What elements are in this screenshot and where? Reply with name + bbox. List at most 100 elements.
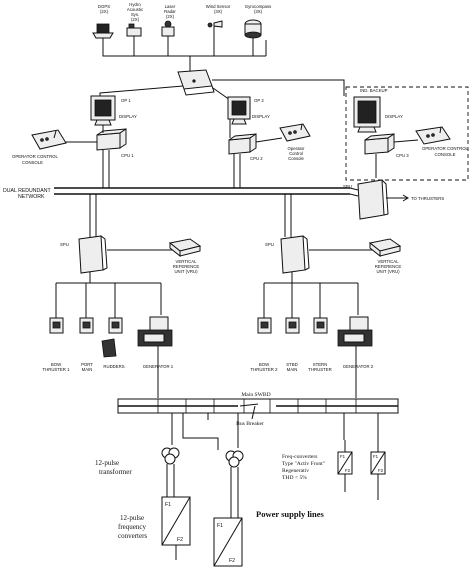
freq-conv-label: 12-pulse xyxy=(120,514,144,522)
cpu1-label: CPU 1 xyxy=(121,153,134,158)
svg-text:converters: converters xyxy=(118,532,147,540)
rudders-icon xyxy=(108,317,123,334)
hydro-label: Hydro xyxy=(129,2,141,7)
svg-text:(3X): (3X) xyxy=(214,9,223,14)
svg-text:GENERATOR 2: GENERATOR 2 xyxy=(343,364,374,369)
svg-text:CONSOLE: CONSOLE xyxy=(22,160,43,165)
svg-text:THRUSTER 1: THRUSTER 1 xyxy=(43,367,71,372)
sensor-group: DGPS (2X) Hydro Acoustic Sys. (2X) Laser… xyxy=(92,2,271,72)
cpu-2-icon xyxy=(228,133,257,155)
bow-thruster-1-icon xyxy=(49,317,64,334)
svg-text:frequency: frequency xyxy=(118,523,146,531)
laser-label: Laser xyxy=(165,4,176,9)
main-switchboard: Main SWBD Bus Breaker xyxy=(117,392,399,427)
laser-radar-icon xyxy=(161,20,175,37)
svg-text:REFERENCE: REFERENCE xyxy=(375,264,402,269)
console-1-icon xyxy=(31,129,67,150)
dual-redundant-network: DUAL REDUNDANT NETWORK xyxy=(3,150,359,237)
svg-text:THRUSTER: THRUSTER xyxy=(308,367,331,372)
svg-text:DUAL REDUNDANT: DUAL REDUNDANT xyxy=(3,188,51,194)
wind-label: Wind Sensor xyxy=(206,4,231,9)
stern-thruster-icon xyxy=(313,317,328,334)
svg-text:MAIN: MAIN xyxy=(82,367,93,372)
svg-text:PORT: PORT xyxy=(81,362,93,367)
svg-text:Type "Activ Front": Type "Activ Front" xyxy=(282,461,325,467)
vru-left-icon xyxy=(168,238,202,258)
svg-text:SPU: SPU xyxy=(60,242,69,247)
svg-text:SPU: SPU xyxy=(343,184,352,189)
hydro-acoustic-icon xyxy=(126,23,142,37)
cabinet-left-icon xyxy=(101,338,117,358)
dgps-label: DGPS xyxy=(98,4,110,9)
svg-text:NETWORK: NETWORK xyxy=(18,194,45,200)
svg-text:SPU: SPU xyxy=(265,242,274,247)
svg-text:VERTICAL: VERTICAL xyxy=(378,259,400,264)
svg-text:DISPLAY: DISPLAY xyxy=(385,114,403,119)
transformer-left xyxy=(161,447,180,465)
svg-text:MAIN: MAIN xyxy=(287,367,298,372)
svg-text:Console: Console xyxy=(288,156,304,161)
svg-text:Sys.: Sys. xyxy=(131,12,139,17)
spu-right: SPU VERTICAL REFERENCE UNIT (VRU) xyxy=(251,235,402,372)
power-supply-lines-label: Power supply lines xyxy=(256,509,325,519)
svg-text:OPERATOR CONTROL: OPERATOR CONTROL xyxy=(12,154,59,159)
svg-text:F2: F2 xyxy=(345,468,351,473)
console-3-icon xyxy=(415,126,451,145)
spu-left: SPU VERTICAL REFERENCE UNIT (VRU) xyxy=(43,235,202,372)
backup-spu: SPU TO THRUSTERS xyxy=(343,179,444,220)
transformer-label: 12-pulse xyxy=(95,459,119,467)
svg-text:Control: Control xyxy=(289,151,303,156)
bow-thruster-2-icon xyxy=(257,317,272,334)
svg-text:transformer: transformer xyxy=(99,468,132,476)
svg-text:CONSOLE: CONSOLE xyxy=(434,152,455,157)
display-3-icon xyxy=(353,96,381,133)
svg-text:(2X): (2X) xyxy=(131,17,140,22)
op2-label: OP 2 xyxy=(254,98,264,103)
svg-text:F1: F1 xyxy=(165,502,171,508)
bus-breaker-label: Bus Breaker xyxy=(236,421,264,427)
svg-text:F1: F1 xyxy=(373,454,379,459)
svg-text:THD < 5%: THD < 5% xyxy=(282,475,307,481)
svg-text:STERN: STERN xyxy=(313,362,328,367)
generator-2-icon xyxy=(337,316,373,347)
to-thrusters-label: TO THRUSTERS xyxy=(411,196,444,201)
svg-text:Operator: Operator xyxy=(288,146,306,151)
svg-text:F2: F2 xyxy=(229,558,235,564)
console-2-icon xyxy=(279,123,311,142)
svg-text:DISPLAY: DISPLAY xyxy=(119,114,137,119)
svg-text:UNIT (VRU): UNIT (VRU) xyxy=(376,269,400,274)
svg-text:STBD: STBD xyxy=(286,362,297,367)
cpu-1-icon xyxy=(96,128,127,151)
vru-right-icon xyxy=(368,238,402,258)
svg-text:(3X): (3X) xyxy=(254,9,263,14)
active-front-converter-2: F1 F2 xyxy=(370,440,386,500)
svg-text:DISPLAY: DISPLAY xyxy=(252,114,270,119)
backup-title: IND. BACKUP xyxy=(360,88,388,93)
svg-text:BOW: BOW xyxy=(259,362,270,367)
svg-text:OPERATOR CONTROL: OPERATOR CONTROL xyxy=(422,146,469,151)
svg-text:REFERENCE: REFERENCE xyxy=(173,264,200,269)
svg-text:RUDDERS: RUDDERS xyxy=(103,364,124,369)
cpu-3-icon xyxy=(364,133,395,155)
network-hub xyxy=(177,69,215,96)
cpu2-label: CPU 2 xyxy=(250,156,263,161)
svg-text:Radar: Radar xyxy=(164,9,176,14)
display-2-icon xyxy=(227,96,251,125)
operator-station-2: OP 2 DISPLAY CPU 2 Operator Control Cons… xyxy=(227,96,311,161)
op1-label: OP 1 xyxy=(121,98,131,103)
transformer-right xyxy=(225,450,244,468)
port-main-icon xyxy=(79,317,94,334)
main-swbd-label: Main SWBD xyxy=(241,392,270,398)
ind-backup-group: IND. BACKUP DISPLAY CPU 3 OPERATOR CONTR… xyxy=(345,86,469,181)
svg-text:THRUSTER 2: THRUSTER 2 xyxy=(251,367,279,372)
svg-text:Freq-converters: Freq-converters xyxy=(282,454,317,460)
wind-sensor-icon xyxy=(207,20,223,38)
svg-text:F2: F2 xyxy=(177,537,183,543)
generator-1-icon xyxy=(137,316,173,347)
svg-text:(2X): (2X) xyxy=(166,14,175,19)
svg-text:F1: F1 xyxy=(217,523,223,529)
active-front-converter-1: F1 F2 xyxy=(337,440,353,492)
display-1-icon xyxy=(90,95,116,126)
operator-station-1: OP 1 DISPLAY CPU 1 OPERATOR CONTROL CONS… xyxy=(12,95,137,165)
